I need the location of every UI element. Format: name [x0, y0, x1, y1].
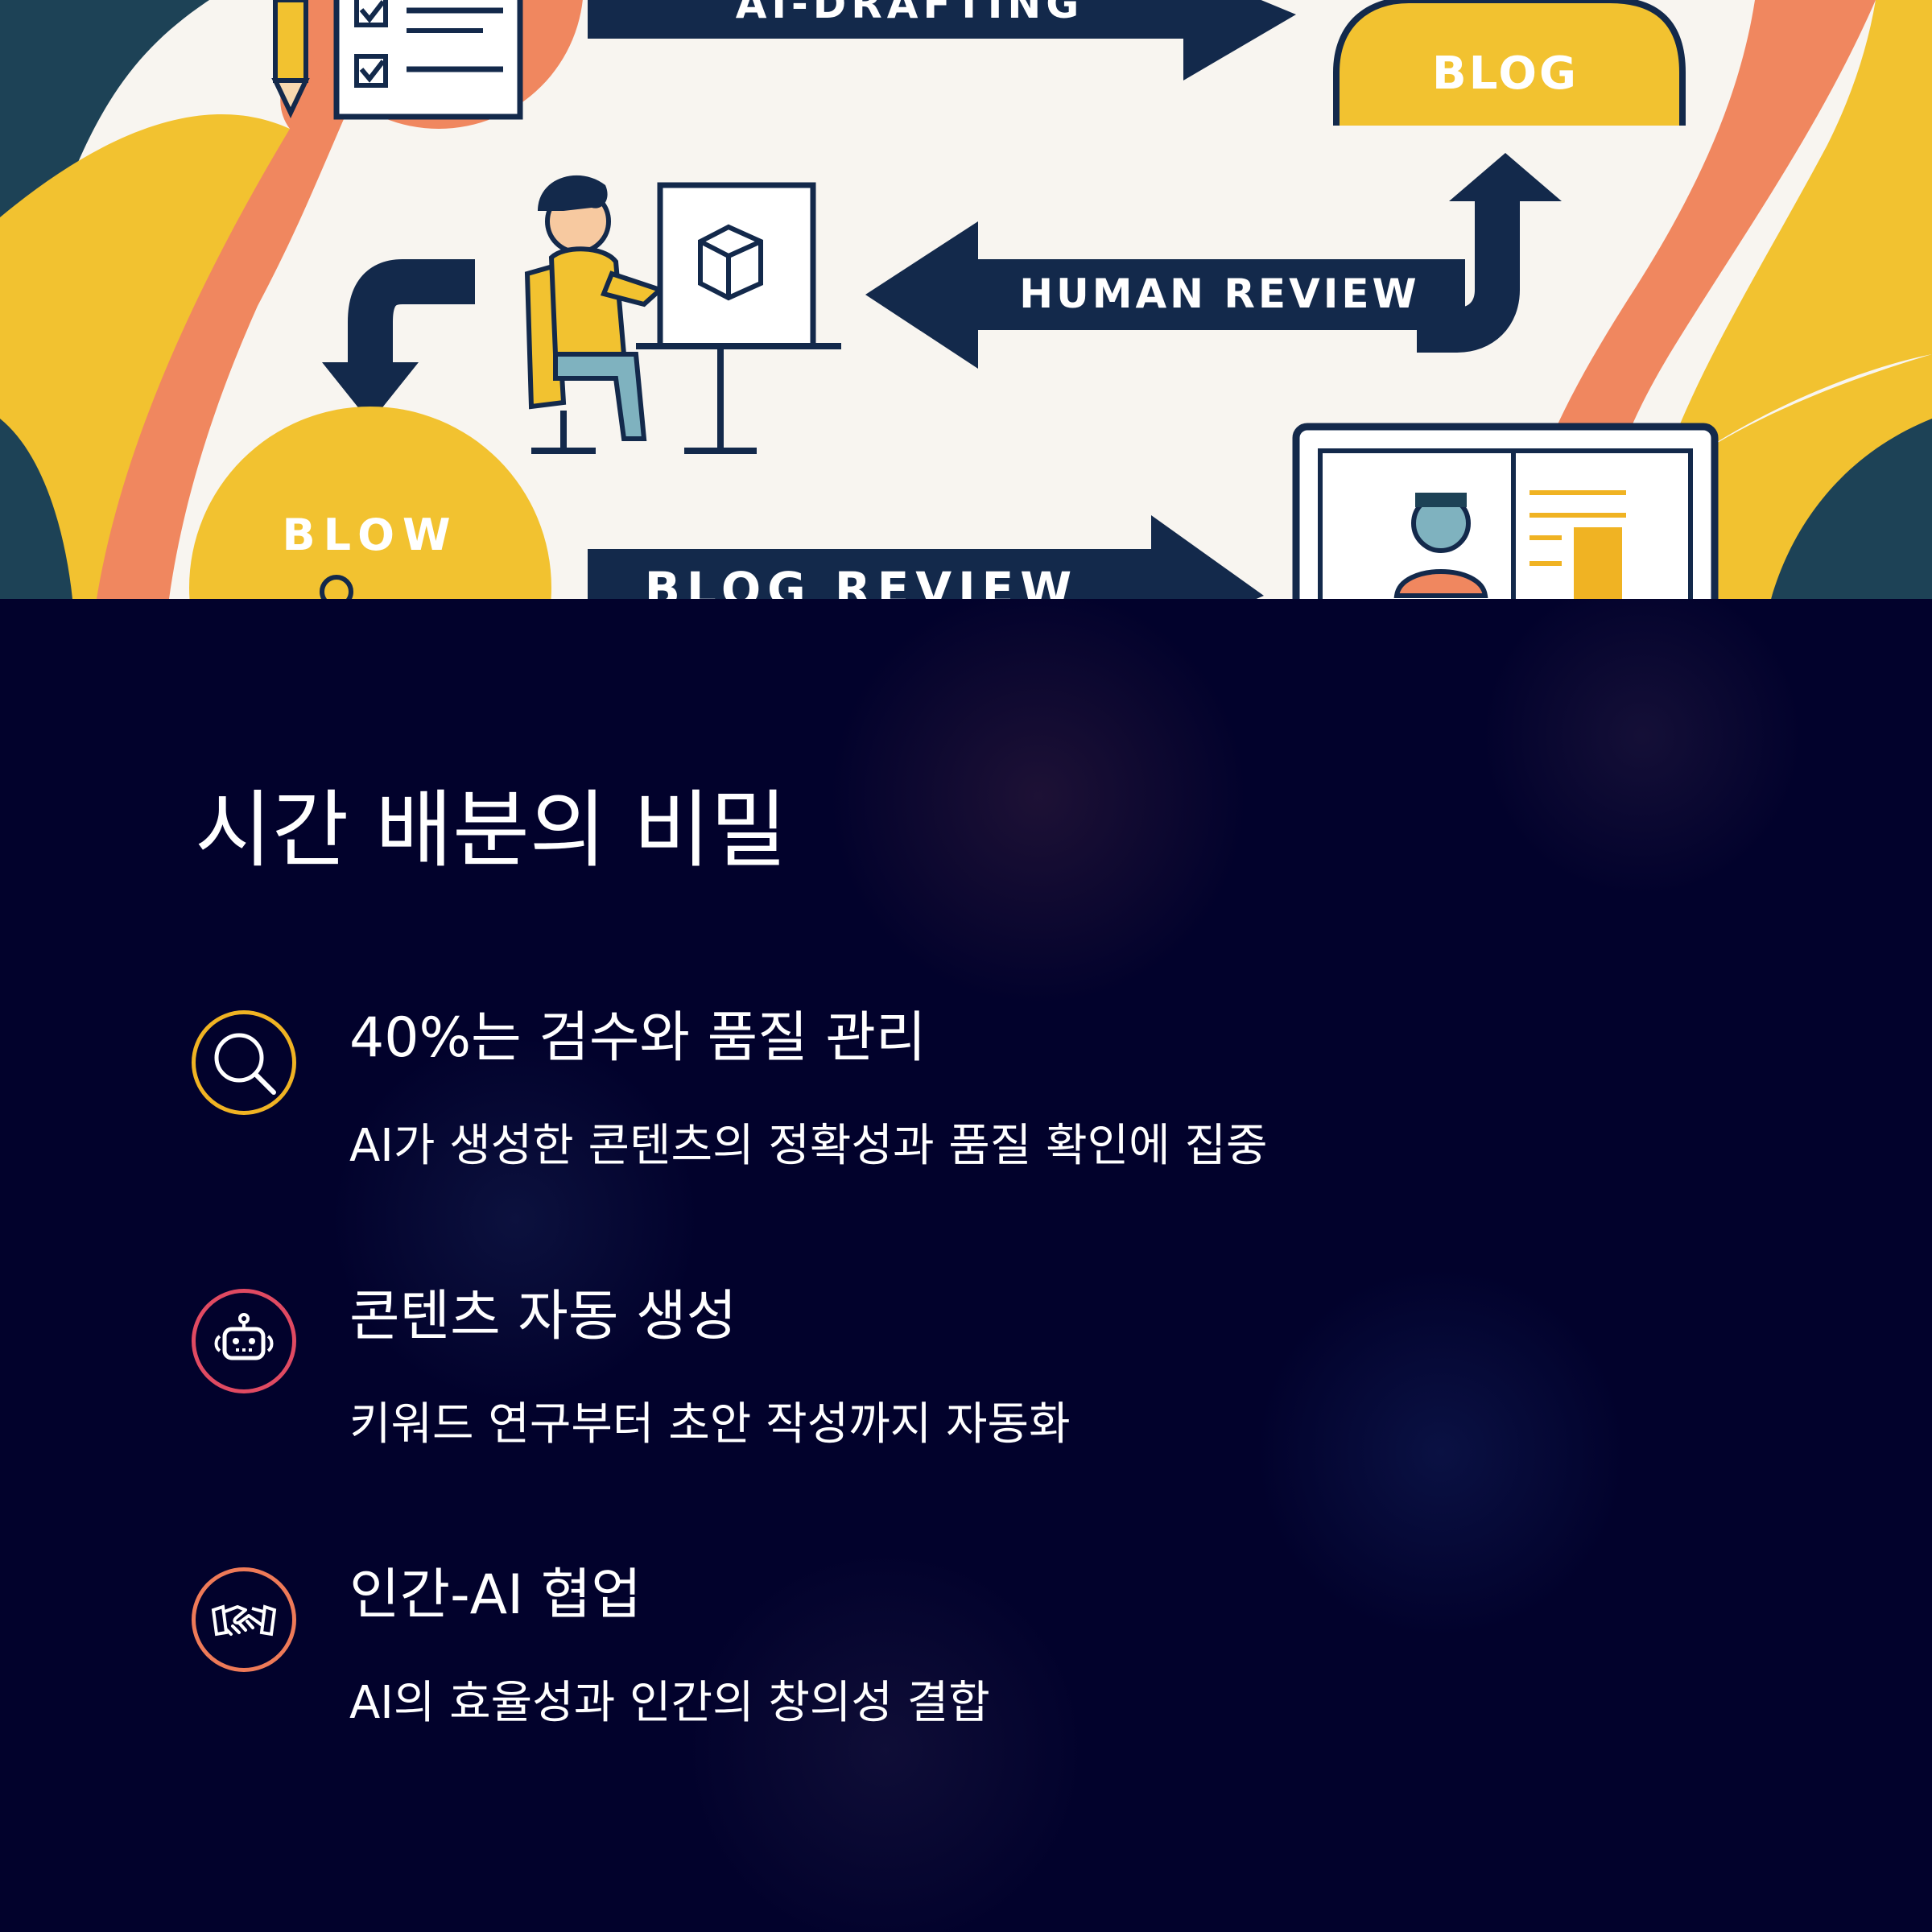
handshake-icon: [192, 1567, 296, 1672]
section-title: 시간 배분의 비밀: [195, 781, 787, 879]
feature-heading: 콘텐츠 자동 생성: [349, 1285, 737, 1348]
left-orange-band: [97, 0, 402, 599]
left-teal-blob: [0, 0, 209, 225]
blog-top-label: BLOG: [1432, 47, 1579, 100]
left-teal-lower: [0, 419, 72, 599]
blow-badge-circle: [189, 407, 551, 599]
magnifier-icon: [192, 1010, 296, 1115]
gear-icon: [320, 575, 353, 599]
blog-review-label: BLOG REVIEW: [645, 562, 1079, 599]
blow-badge-label: BLOW: [282, 510, 458, 560]
ai-drafting-label: AI-DRAFTING: [736, 0, 1084, 27]
feature-quality-review: 40%는 검수와 품질 관리 AI가 생성한 콘텐츠의 정확성과 품질 확인에 …: [192, 1006, 1802, 1203]
robot-icon: [192, 1289, 296, 1393]
feature-description: 키워드 연구부터 초안 작성까지 자동화: [349, 1398, 1071, 1451]
blog-box: [1333, 0, 1687, 137]
pencil-icon: [271, 0, 310, 118]
human-review-arrow: [865, 221, 1465, 369]
left-yellow-blob: [0, 114, 290, 599]
blog-review-arrow: [588, 515, 1264, 599]
feature-heading: 40%는 검수와 품질 관리: [349, 1006, 927, 1070]
checklist-icon: [333, 0, 523, 120]
ai-drafting-arrow: [588, 0, 1296, 80]
monitor-illustration: [1292, 423, 1719, 599]
down-left-arrow: [322, 259, 475, 423]
human-review-label: HUMAN REVIEW: [1019, 270, 1419, 317]
feature-description: AI가 생성한 콘텐츠의 정확성과 품질 확인에 집중: [349, 1120, 1268, 1172]
feature-description: AI의 효율성과 인간의 창의성 결합: [349, 1677, 990, 1729]
content-panel: 시간 배분의 비밀 40%는 검수와 품질 관리 AI가 생성한 콘텐츠의 정확…: [0, 599, 1932, 1932]
feature-auto-generation: 콘텐츠 자동 생성 키워드 연구부터 초안 작성까지 자동화: [192, 1285, 1802, 1482]
right-yellow-blob: [1658, 0, 1932, 483]
workflow-illustration: AI-DRAFTING BLOG HUMAN REVIEW: [0, 0, 1932, 599]
feature-heading: 인간-AI 협업: [349, 1563, 642, 1627]
feature-human-ai-collab: 인간-AI 협업 AI의 효율성과 인간의 창의성 결합: [192, 1563, 1802, 1761]
person-at-desk-illustration: [524, 175, 841, 454]
